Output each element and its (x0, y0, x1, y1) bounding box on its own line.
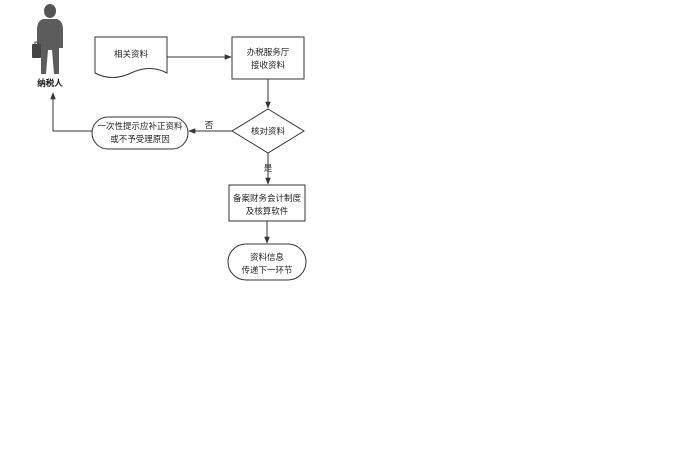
documents-label: 相关资料 (114, 49, 149, 60)
check-label: 核对资料 (251, 126, 286, 137)
record-line-2: 及核算软件 (246, 206, 289, 217)
transfer-line-2: 传递下一环节 (241, 265, 293, 276)
edge-yes-label: 是 (264, 164, 273, 174)
receive-line-1: 办税服务厅 (247, 47, 290, 58)
receive-node: 办税服务厅 接收资料 (231, 36, 305, 80)
reject-node: 一次性提示应补正资料 或不予受理原因 (91, 116, 189, 150)
transfer-node: 资料信息 传递下一环节 (227, 243, 307, 281)
receive-line-2: 接收资料 (251, 60, 286, 71)
record-line-1: 备案财务会计制度 (233, 193, 302, 204)
edge-reject-actor (50, 92, 92, 132)
edge-no-label: 否 (205, 121, 214, 131)
reject-line-2: 或不予受理原因 (110, 134, 170, 145)
check-decision: 核对资料 (231, 108, 305, 154)
businessman-icon (32, 4, 63, 74)
actor-label: 纳税人 (37, 78, 63, 89)
transfer-line-1: 资料信息 (250, 252, 285, 263)
documents-node: 相关资料 (94, 36, 168, 78)
record-node: 备案财务会计制度 及核算软件 (228, 184, 306, 222)
reject-line-1: 一次性提示应补正资料 (97, 121, 183, 132)
